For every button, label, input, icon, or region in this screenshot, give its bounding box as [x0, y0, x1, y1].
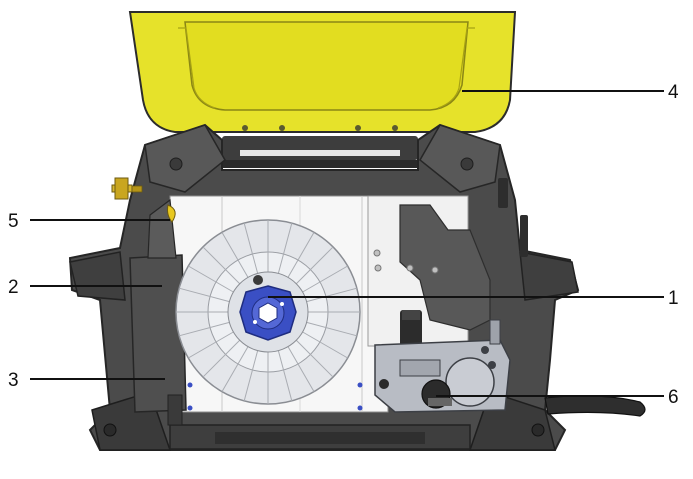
spool-spoke: [202, 246, 241, 285]
hinge: [222, 136, 418, 168]
spool-spoke: [302, 265, 348, 293]
callout-2: 2: [8, 277, 162, 298]
spool-spoke: [277, 350, 293, 401]
spool-spoke: [295, 339, 334, 378]
spool-spoke: [188, 331, 234, 359]
callout-4: 4: [462, 82, 679, 103]
callout-1-label: 1: [668, 288, 679, 309]
spool-spoke: [243, 223, 259, 274]
side-panel-illustration: [129, 198, 187, 426]
spool-spoke: [243, 350, 259, 401]
spool-spoke: [287, 346, 315, 392]
spool-spoke: [306, 321, 357, 337]
gas-connector-illustration: [111, 177, 176, 223]
callout-3: 3: [8, 370, 165, 391]
wire-feeder-illustration: [374, 310, 511, 413]
callout-2-label: 2: [8, 277, 19, 298]
callout-5: 5: [8, 211, 170, 232]
spool-spoke: [306, 287, 357, 303]
spool-spoke: [179, 287, 230, 303]
callout-6: 6: [436, 387, 679, 408]
callout-4-label: 4: [668, 82, 679, 103]
callout-6-label: 6: [668, 387, 679, 408]
spool-spoke: [277, 223, 293, 274]
spool-hub-illustration: [239, 285, 297, 341]
spool-spoke: [221, 232, 249, 278]
spool-spoke: [202, 339, 241, 378]
spool-spoke: [188, 265, 234, 293]
lid-illustration: [128, 11, 517, 133]
callout-3-label: 3: [8, 370, 19, 391]
spool-spoke: [302, 331, 348, 359]
callout-5-label: 5: [8, 211, 19, 232]
callout-1: 1: [268, 288, 679, 309]
spool-spoke: [295, 246, 334, 285]
spool-spoke: [179, 321, 230, 337]
spool-spoke: [221, 346, 249, 392]
spool-spoke: [287, 232, 315, 278]
